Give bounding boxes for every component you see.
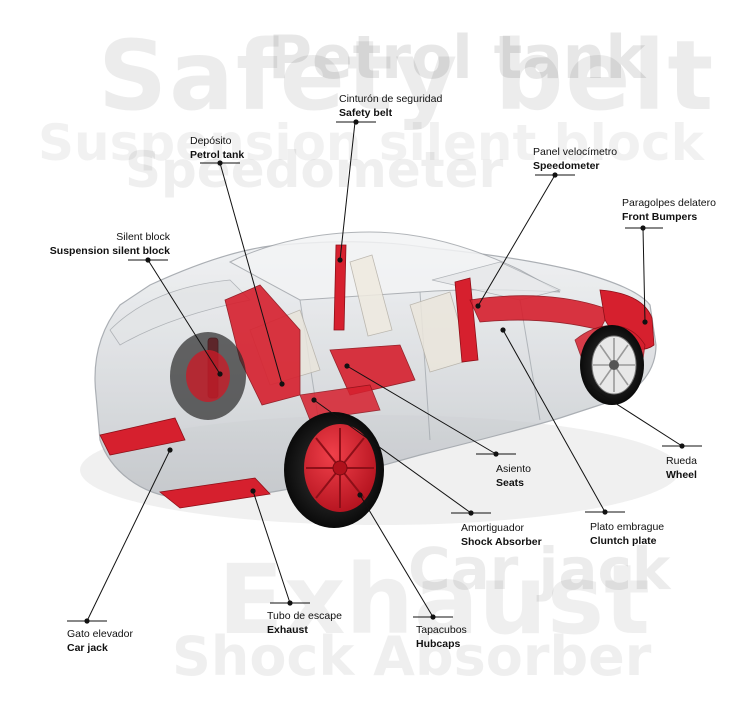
label-safety-belt-es: Cinturón de seguridad [339,93,443,105]
label-petrol-tank-es: Depósito [190,135,232,147]
label-hubcaps-es: Tapacubos [416,624,467,636]
label-suspension: Silent block Suspension silent block [50,230,170,258]
windshield-ghost [431,261,562,301]
watermark-petrol-tank: Petrol tank [268,23,646,93]
label-front-bumpers: Paragolpes delatero Front Bumpers [622,196,716,224]
label-seats-es: Asiento [496,463,532,475]
rear-far-wheel-hub [186,350,230,402]
a-pillar-red [454,277,479,363]
front-seat-ghost-2 [349,254,393,337]
label-wheel: Rueda Wheel [666,454,697,482]
exhaust-red [159,477,271,509]
label-car-jack-en: Car jack [67,642,108,654]
label-shock-absorber: Amortiguador Shock Absorber [461,521,542,549]
b-pillar-red [333,244,347,331]
front-seat-red [329,344,416,396]
watermark-exhaust: Exhaust [218,544,650,656]
label-car-jack-es: Gato elevador [67,628,133,640]
label-suspension-en: Suspension silent block [49,245,170,257]
label-safety-belt-en: Safety belt [339,107,393,119]
rear-underbody-red [99,417,186,456]
label-hubcaps-en: Hubcaps [416,638,461,650]
rear-wheel [284,412,384,528]
label-clutch-plate: Plato embrague Cluntch plate [590,520,664,548]
label-clutch-plate-en: Cluntch plate [590,535,657,547]
watermark-suspension: Suspension silent block [38,114,704,172]
label-speedometer-en: Speedometer [533,160,600,172]
watermark-car-jack: Car jack [408,535,671,603]
label-shock-absorber-es: Amortiguador [461,522,525,534]
label-suspension-es: Silent block [116,231,170,243]
label-petrol-tank: Depósito Petrol tank [190,134,244,162]
label-speedometer: Panel velocímetro Speedometer [533,145,617,173]
label-exhaust-es: Tubo de escape [267,610,342,622]
watermark-speedometer: Speedometer [125,141,504,199]
label-wheel-en: Wheel [666,469,697,481]
watermark-safety-belt: Safety belt [98,20,716,132]
label-car-jack: Gato elevador Car jack [67,627,133,655]
label-clutch-plate-es: Plato embrague [590,521,665,533]
label-shock-absorber-en: Shock Absorber [461,536,542,548]
label-seats: Asiento Seats [496,462,531,490]
label-front-bumpers-es: Paragolpes delatero [622,197,716,209]
label-seats-en: Seats [496,477,525,489]
label-exhaust: Tubo de escape Exhaust [267,609,342,637]
watermark-shock-absorber: Shock Absorber [172,625,652,688]
label-safety-belt: Cinturón de seguridad Safety belt [339,92,442,120]
label-speedometer-es: Panel velocímetro [533,146,618,158]
front-wheel [580,325,644,405]
label-exhaust-en: Exhaust [267,624,308,636]
floor-red [299,384,381,421]
leader-dots [84,119,685,624]
label-front-bumpers-en: Front Bumpers [622,211,698,223]
label-hubcaps: Tapacubos Hubcaps [416,623,467,651]
label-petrol-tank-en: Petrol tank [190,149,245,161]
label-wheel-es: Rueda [666,455,697,467]
leader-lines [67,121,702,622]
